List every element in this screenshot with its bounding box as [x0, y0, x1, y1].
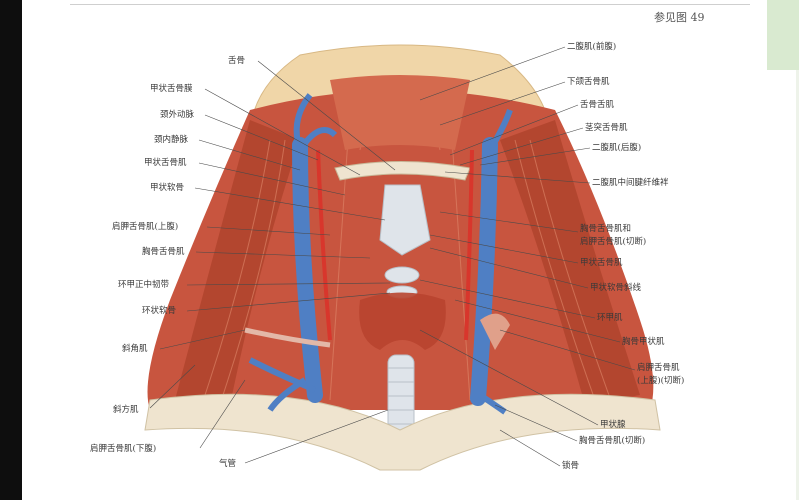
cricoid-shape [384, 266, 420, 284]
label-cricothyroid-ligament: 环甲正中韧带 [118, 280, 170, 290]
label-stylohyoid: 茎突舌骨肌 [585, 123, 628, 133]
leader-lines-left [149, 60, 396, 464]
internal-jugular-left [292, 137, 323, 403]
label-digastric-anterior: 二腹肌(前腹) [567, 42, 617, 52]
chapter-tab [767, 0, 799, 70]
label-scalene: 斜角肌 [122, 344, 148, 354]
sternocleidomastoid-right [500, 120, 640, 405]
label-cricoid: 环状软骨 [142, 306, 177, 316]
label-external-carotid: 颈外动脉 [160, 110, 195, 120]
label-clavicle: 锁骨 [562, 461, 580, 471]
label-trachea: 气管 [219, 459, 237, 469]
clavicle-shape [144, 393, 661, 471]
label-sternohyoid-cut-1: 胸骨舌骨肌和 [580, 224, 632, 234]
leader-lines-right [419, 46, 636, 467]
top-rule [70, 4, 750, 5]
carotid-left [316, 149, 332, 341]
carotid-right [464, 149, 474, 341]
label-sternothyroid: 胸骨甲状肌 [622, 337, 665, 347]
trachea-rings [388, 367, 414, 425]
label-omohyoid-cut-1: 肩胛舌骨肌 [637, 363, 680, 373]
label-sternohyoid-cut-2: 肩胛舌骨肌(切断) [580, 237, 647, 247]
label-mylohyoid: 下颌舌骨肌 [567, 77, 610, 87]
label-cricothyroid: 环甲肌 [597, 313, 623, 323]
vein-lower-right [478, 392, 507, 415]
label-thyrohyoid-membrane: 甲状舌骨膜 [150, 84, 193, 94]
omohyoid-cut-piece [480, 313, 510, 350]
right-page-edge [796, 0, 799, 500]
label-omohyoid-inferior: 肩胛舌骨肌(下腹) [90, 444, 157, 454]
page-reference: 参见图 49 [654, 11, 705, 24]
label-sternohyoid-cut: 胸骨舌骨肌(切断) [579, 436, 646, 446]
internal-jugular-right [470, 137, 498, 406]
hyoid-bone [334, 161, 471, 181]
label-digastric-tendon-loop: 二腹肌中间腱纤维袢 [592, 178, 669, 188]
label-thyrohyoid: 甲状舌骨肌 [144, 158, 187, 168]
sternocleidomastoid-left [175, 120, 300, 405]
digastric-anterior [330, 75, 470, 150]
omohyoid-left-band [244, 327, 331, 348]
vein-branch-left [293, 93, 338, 152]
label-digastric-posterior: 二腹肌(后腹) [592, 143, 642, 153]
vein-branch-right [487, 109, 513, 152]
label-internal-jugular: 颈内静脉 [154, 135, 189, 145]
left-edge-strip [0, 0, 22, 500]
label-thyrohyoid-right: 甲状舌骨肌 [580, 258, 623, 268]
label-thyroid-gland: 甲状腺 [600, 420, 626, 430]
thyroid-cartilage-shape [379, 184, 431, 256]
label-hyoglossus: 舌骨舌肌 [580, 100, 615, 110]
label-omohyoid-superior: 肩胛舌骨肌(上腹) [112, 222, 179, 232]
label-oblique-line: 甲状软骨斜线 [590, 283, 642, 293]
thyroid-gland-shape [359, 292, 446, 350]
label-thyroid-cartilage: 甲状软骨 [150, 183, 185, 193]
label-sternohyoid: 胸骨舌骨肌 [142, 247, 185, 257]
label-omohyoid-cut-2: (上腹)(切断) [637, 376, 685, 386]
label-trapezius: 斜方肌 [113, 405, 139, 415]
vein-lower-left [248, 357, 317, 412]
label-hyoid: 舌骨 [228, 56, 246, 66]
